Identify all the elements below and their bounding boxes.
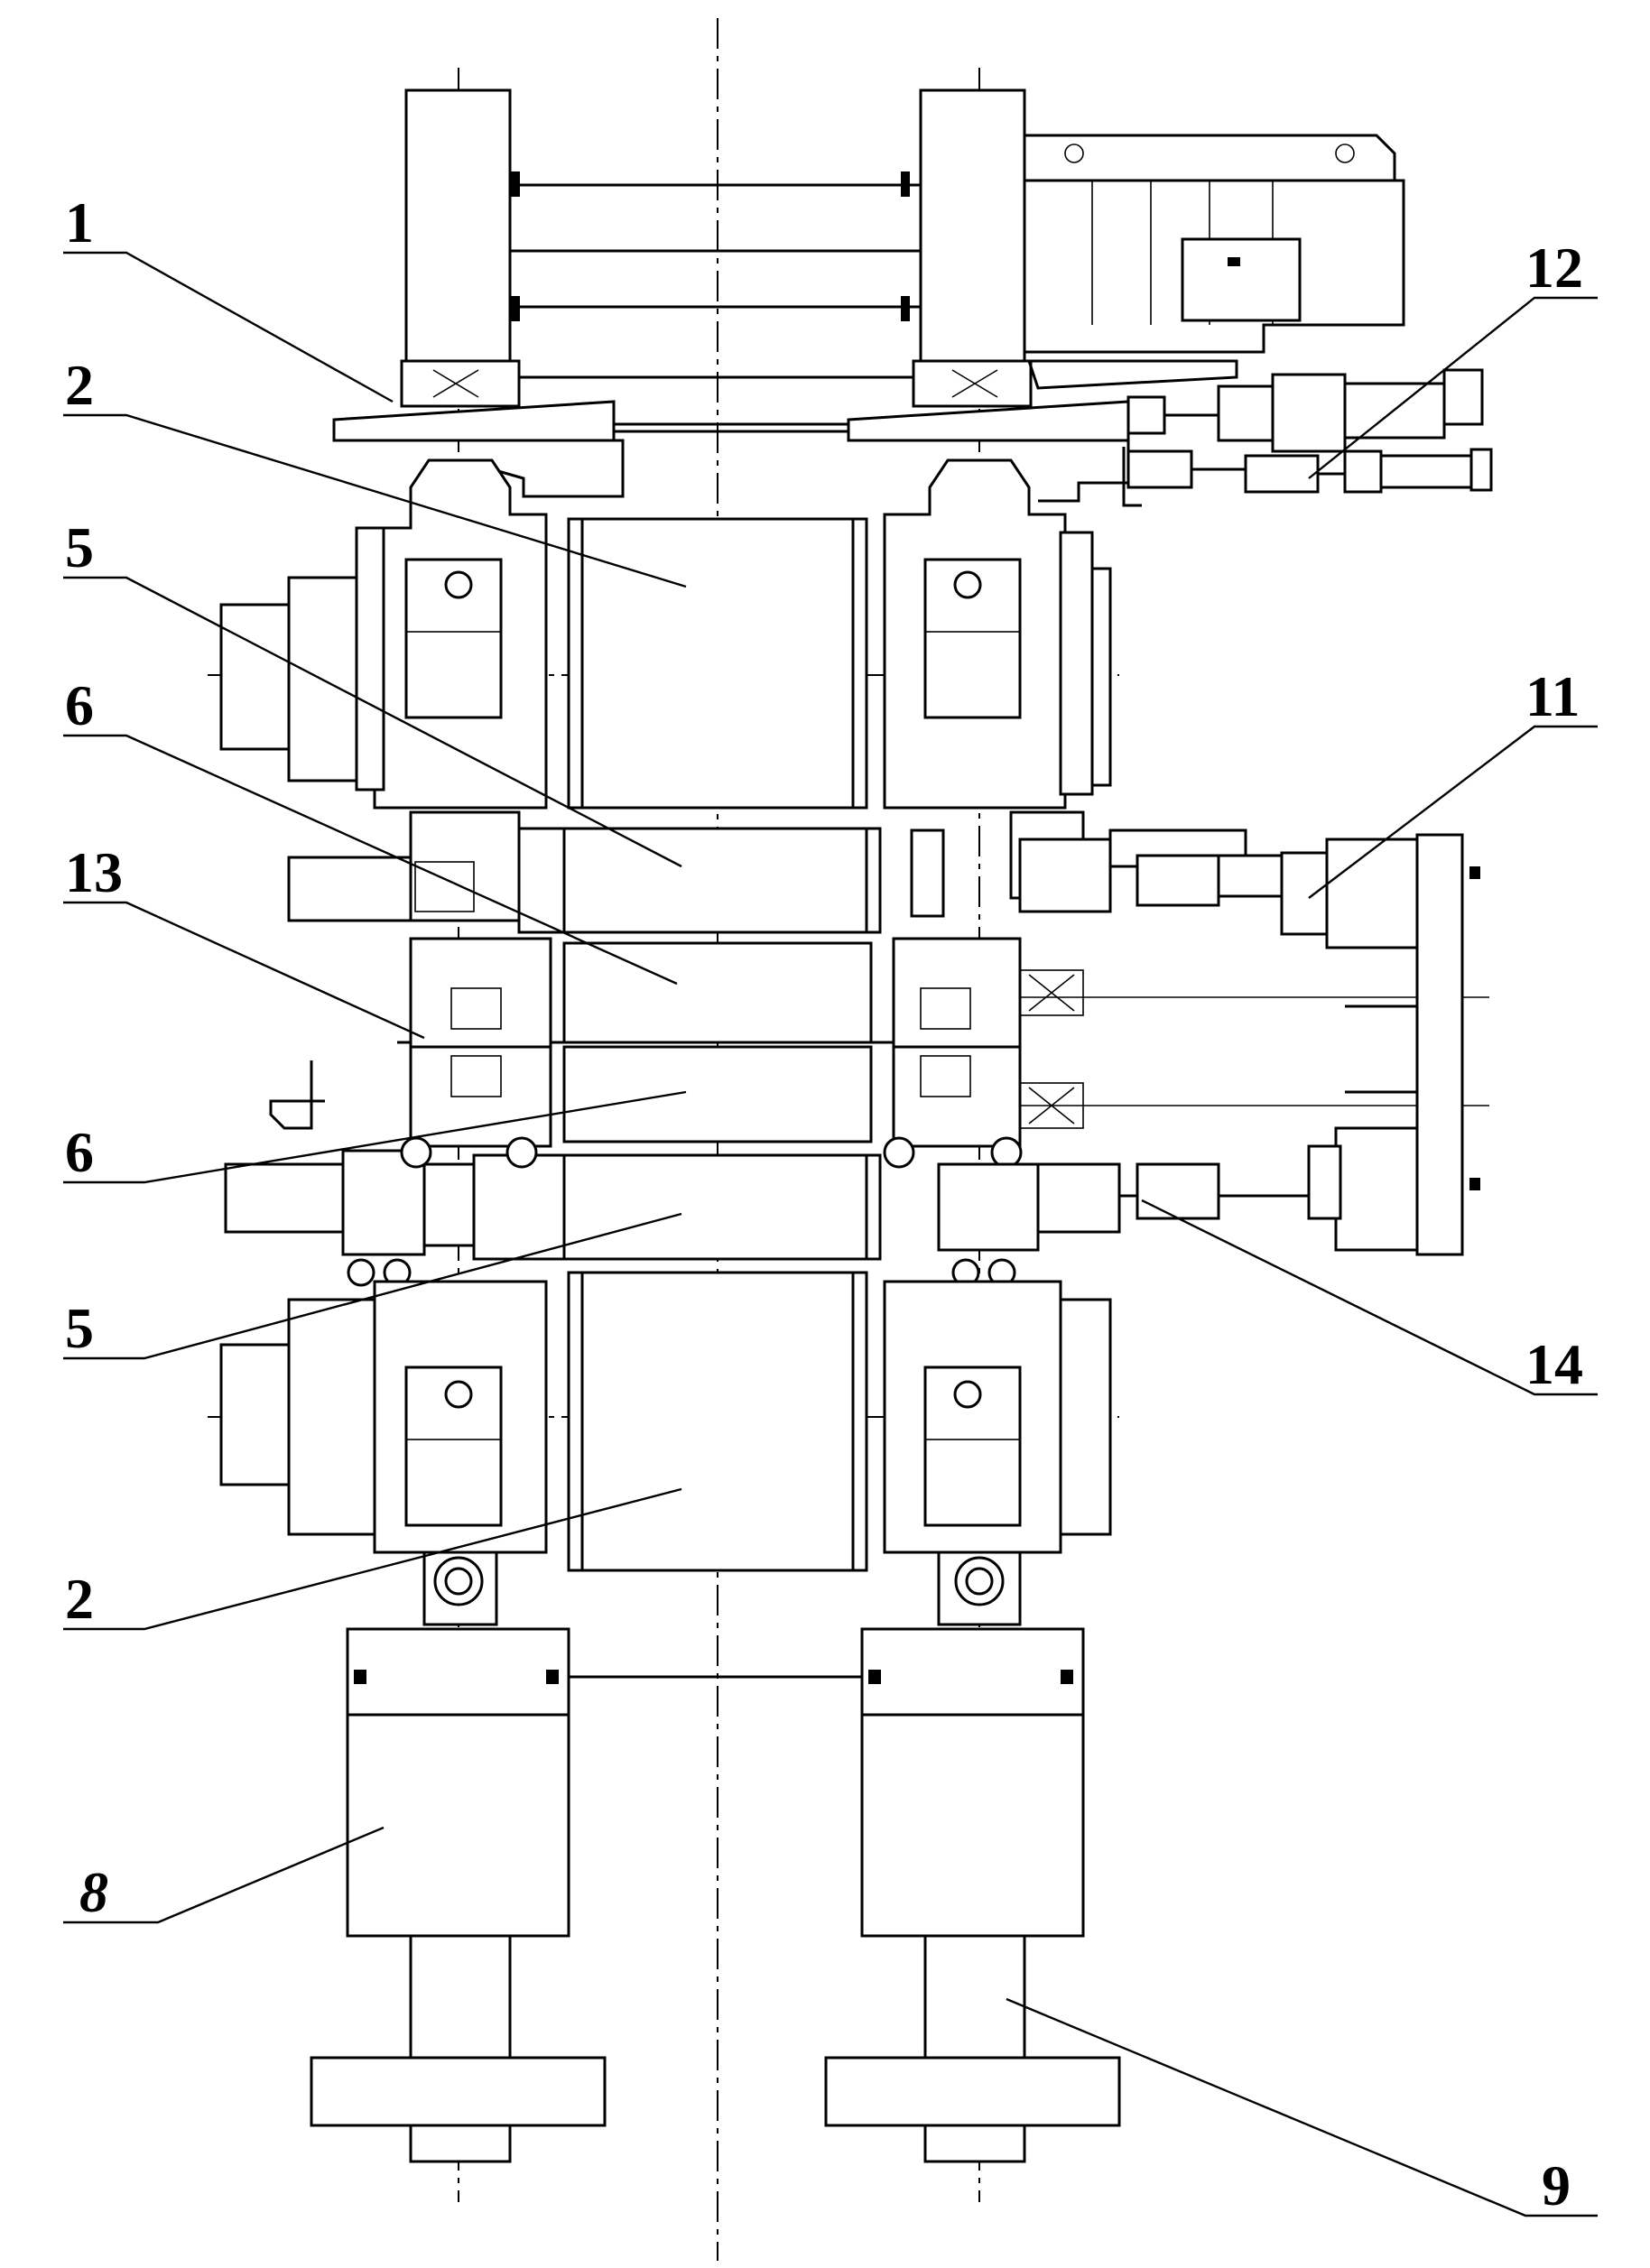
callout-6-upper: 6: [65, 673, 94, 737]
callout-8: 8: [79, 1860, 108, 1924]
upper-backup-roll: [221, 460, 1110, 808]
lower-backup-roll: [221, 1273, 1110, 1625]
callout-5-upper: 5: [65, 515, 94, 579]
work-rolls: [271, 939, 1489, 1146]
callout-1: 1: [65, 190, 94, 255]
callout-2-lower: 2: [65, 1567, 94, 1631]
top-right-drive: [1024, 135, 1491, 505]
callout-11: 11: [1525, 664, 1580, 728]
callout-2-upper: 2: [65, 353, 94, 417]
callout-9: 9: [1542, 2153, 1571, 2217]
callout-14: 14: [1525, 1332, 1583, 1396]
callout-6-lower: 6: [65, 1120, 94, 1184]
upper-intermediate-roll: [289, 812, 1318, 932]
lower-intermediate-roll: [226, 1138, 1119, 1285]
callout-12: 12: [1525, 236, 1583, 300]
callout-13: 13: [65, 840, 123, 904]
top-housing: [402, 90, 1031, 406]
lower-housing: [311, 1629, 1119, 2162]
callout-5-lower: 5: [65, 1296, 94, 1360]
